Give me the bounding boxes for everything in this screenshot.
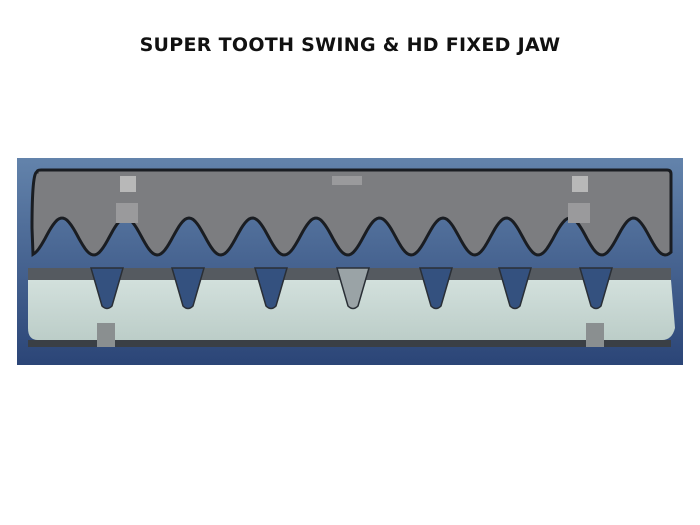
swing-jaw	[30, 168, 673, 257]
fixed-jaw-notch	[336, 267, 370, 310]
fixed-jaw-notch	[498, 267, 532, 310]
fixed-jaw-notch	[419, 267, 453, 310]
fixed-jaw-notch	[171, 267, 205, 310]
page-title: SUPER TOOTH SWING & HD FIXED JAW	[139, 34, 561, 56]
jaw-plates-image	[17, 158, 683, 365]
fixed-jaw-notch	[579, 267, 613, 310]
fixed-jaw	[28, 267, 675, 347]
fixed-jaw-notch	[254, 267, 288, 310]
fixed-jaw-notch	[90, 267, 124, 310]
